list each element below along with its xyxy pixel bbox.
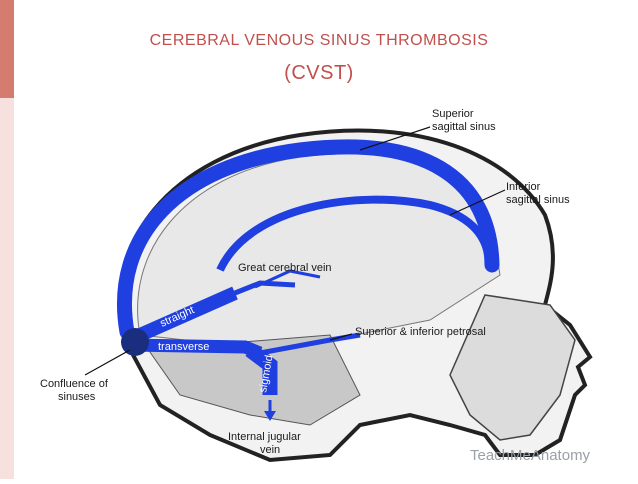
cvst-anatomy-diagram: Superior sagittal sinus Inferior sagitta… [30, 95, 620, 479]
sigmoid-sinus [245, 344, 278, 395]
label-superior: Superior [432, 108, 474, 120]
label-confluence-line1: Confluence of [40, 378, 109, 390]
label-petrosal: Superior & inferior petrosal [355, 326, 486, 338]
skull-sagittal-illustration: Superior sagittal sinus Inferior sagitta… [40, 108, 593, 464]
label-internal-jugular-line1: Internal jugular [228, 431, 301, 443]
label-confluence-line2: sinuses [58, 391, 96, 403]
inferior-sagittal-sinus [216, 195, 492, 272]
left-accent-stripe [0, 0, 14, 98]
confluence-leader [84, 349, 131, 376]
superior-sagittal-sinus [117, 139, 500, 340]
great-cerebral-vein [229, 280, 296, 298]
straight-sinus [137, 286, 238, 342]
label-transverse: transverse [158, 341, 209, 353]
label-great-cerebral-vein: Great cerebral vein [238, 262, 332, 274]
left-accent-bar [0, 0, 14, 479]
label-sagittal-sinus-inferior: sagittal sinus [506, 194, 570, 206]
slide-title-line2: (CVST) [284, 62, 354, 84]
superior-sagittal-leader [359, 126, 431, 151]
label-sagittal-sinus-superior: sagittal sinus [432, 121, 496, 133]
confluence-of-sinuses [121, 328, 149, 356]
label-internal-jugular-line2: vein [260, 444, 280, 456]
internal-jugular-arrowhead [264, 411, 276, 421]
label-inferior: Inferior [506, 181, 541, 193]
inferior-sagittal-leader [449, 189, 506, 216]
petrosal-leader [329, 333, 353, 341]
watermark-text: TeachMeAnatomy [470, 447, 591, 464]
slide-title-line1: Cerebral Venous Sinus Thrombosis [149, 32, 489, 49]
great-cerebral-vein-branch [254, 269, 321, 289]
facial-bones [449, 294, 576, 441]
